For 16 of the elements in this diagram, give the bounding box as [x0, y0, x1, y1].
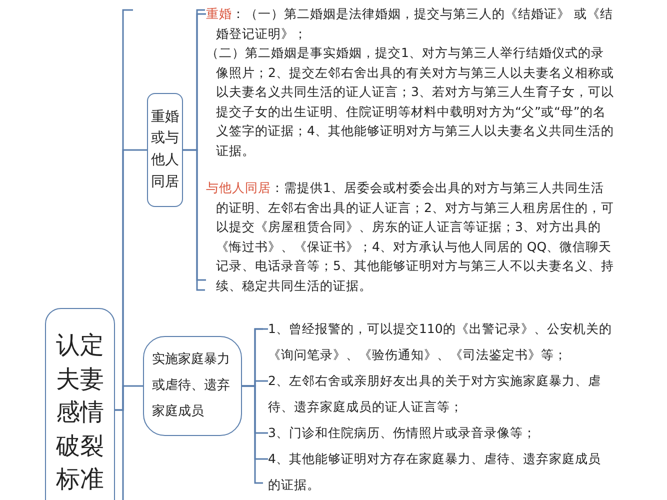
evidence-item: 1、曾经报警的，可以提交110的《出警记录》、公安机关的《询问笔录》、《验伤通知》、《司法鉴定书》等；: [268, 316, 613, 368]
category-box: [143, 336, 242, 436]
evidence-item: 3、门诊和住院病历、伤情照片或录音录像等；: [268, 420, 613, 446]
category-text: 重婚或与他人同居: [151, 108, 179, 192]
evidence-item: 4、其他能够证明对方存在家庭暴力、虐待、遗弃家庭成员的证据。: [268, 446, 613, 498]
main-topic-text: 认定夫妻感情破裂标准: [56, 330, 104, 496]
connector-line: [115, 385, 143, 411]
connector-line: [242, 385, 268, 460]
evidence-paragraph: 重婚：（一）第二婚姻是法律婚姻，提交与第三人的《结婚证》 或《结婚登记证明》；: [206, 5, 614, 42]
evidence-paragraph: （二）第二婚姻是事实婚姻，提交1、对方与第三人举行结婚仪式的录像照片；2、提交左邻右舍出具的有关对方与第三人以夫妻名义相称或以夫妻名义共同生活的证人证言；3、若对方与第三人生育子女，可以提交子女的出生证明、住院证明等材料中载明对方为“父”或“母”的名义签字的证据；4、其他能够证明对方与第三人以夫妻名义共同生活的证据。: [206, 44, 615, 160]
evidence-item: 2、左邻右舍或亲朋好友出具的关于对方实施家庭暴力、虐待、遗弃家庭成员的证人证言等；: [268, 368, 613, 420]
connector-line: [183, 149, 206, 281]
category-text: 实施家庭暴力或虐待、遗弃家庭成员: [152, 351, 231, 421]
category-box: [147, 93, 183, 207]
main-topic-box: [45, 308, 115, 500]
evidence-paragraph: 与他人同居：需提供1、居委会或村委会出具的对方与第三人共同生活的证明、左邻右舍出具的证人证言；2、对方与第三人租房居住的，可以提交《房屋租赁合同》、房东的证人证言等证据；3、对方出具的《悔过书》、《保证书》；4、对方承认与他人同居的 QQ、微信聊天记录、电话录音等；5、其他能够证明对方与第三人不以夫妻名义、持续、稳定共同生活的证据。: [206, 179, 615, 294]
